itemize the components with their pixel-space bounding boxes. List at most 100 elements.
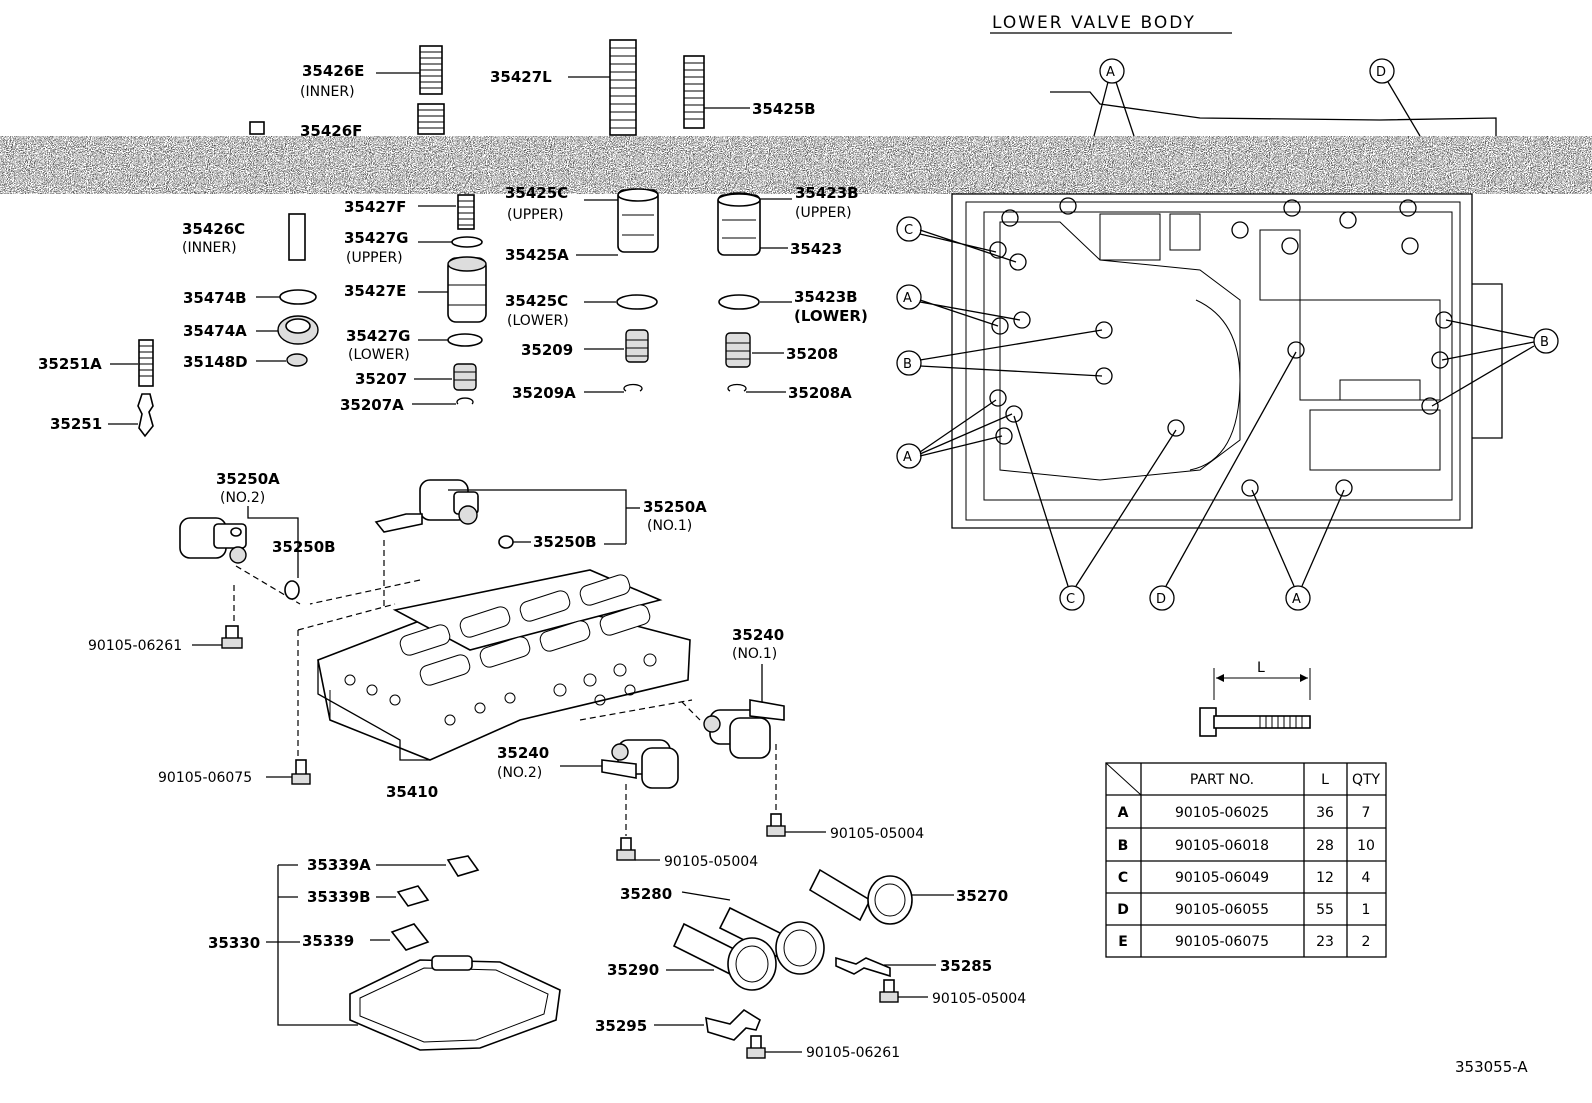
- spring-35426F: [417, 103, 445, 135]
- label-35474A: 35474A: [183, 322, 247, 340]
- label-90105-05004-b: 90105-05004: [664, 854, 758, 870]
- section-title: LOWER VALVE BODY: [992, 13, 1196, 33]
- marker-C-bottom: C: [1013, 415, 1177, 611]
- plug-35207: [453, 363, 477, 391]
- label-35330: 35330: [208, 934, 260, 952]
- label-35426F: 35426F: [300, 122, 362, 140]
- gasket-35339B: [396, 885, 430, 907]
- spring-plate-35285: [835, 956, 891, 978]
- valve-35427E: [447, 256, 487, 323]
- leader-35250A-no2: [247, 506, 299, 578]
- marker-A-top: A: [1093, 58, 1135, 137]
- label-35425A: 35425A: [505, 246, 569, 264]
- table-header-cell: QTY: [1352, 772, 1381, 788]
- bolt-length-diagram: L: [1199, 660, 1311, 737]
- dimension-L-label: L: [1257, 660, 1265, 676]
- table-cell: 90105-06049: [1175, 870, 1269, 886]
- label-35240-no2: 35240: [497, 744, 549, 762]
- label-35427G-upper: 35427G: [344, 229, 409, 247]
- label-35290: 35290: [607, 961, 659, 979]
- label-35250B-b: 35250B: [533, 533, 597, 551]
- label-35209: 35209: [521, 341, 573, 359]
- label-35423B-upper-sub: (UPPER): [795, 205, 852, 221]
- label-35270: 35270: [956, 887, 1008, 905]
- bolt-90105-06261-b: [746, 1035, 766, 1059]
- label-35425C-upper-sub: (UPPER): [507, 207, 564, 223]
- marker-A-left2-text: A: [903, 450, 912, 465]
- marker-A-bottom: A: [1251, 489, 1345, 611]
- table-cell: 36: [1316, 805, 1334, 821]
- lower-valve-body-plan: [951, 91, 1503, 529]
- table-cell: 1: [1362, 902, 1371, 918]
- table-cell: 55: [1316, 902, 1334, 918]
- table-cell: 90105-06075: [1175, 934, 1269, 950]
- marker-D-top-text: D: [1376, 65, 1386, 80]
- label-35427G-lower: 35427G: [346, 327, 411, 345]
- o-ring-35474B: [279, 289, 317, 305]
- solenoid-35250A-no2: [179, 517, 247, 564]
- label-35285: 35285: [940, 957, 992, 975]
- label-90105-06261-a: 90105-06261: [88, 638, 182, 654]
- bolt-90105-06261-a: [221, 625, 243, 649]
- figure-code: 353055-A: [1455, 1058, 1528, 1076]
- marker-C-bottom-text: C: [1066, 592, 1075, 607]
- label-35427G-lower-sub: (LOWER): [348, 347, 410, 363]
- label-35427L: 35427L: [490, 68, 552, 86]
- piston-35280: [718, 906, 825, 975]
- label-35207: 35207: [355, 370, 407, 388]
- table-cell: 90105-06018: [1175, 838, 1269, 854]
- label-35426E-sub: (INNER): [300, 84, 355, 100]
- solenoid-35240-no1: [703, 699, 785, 759]
- guide-35240-no1: [679, 699, 777, 812]
- marker-C-left: C: [896, 216, 1017, 263]
- label-35426C-sub: (INNER): [182, 240, 237, 256]
- spring-35427L: [609, 39, 637, 136]
- small-part-35426F: [249, 121, 265, 135]
- table-cell: 90105-06055: [1175, 902, 1269, 918]
- table-cell: 12: [1316, 870, 1334, 886]
- table-cell: B: [1118, 838, 1129, 854]
- spring-35427F: [457, 194, 475, 230]
- label-35250A-no2-sub: (NO.2): [220, 490, 265, 506]
- marker-B-left: B: [896, 329, 1103, 377]
- plug-35474A: [277, 315, 319, 345]
- label-35207A: 35207A: [340, 396, 404, 414]
- label-35427G-upper-sub: (UPPER): [346, 250, 403, 266]
- label-35425C-upper: 35425C: [505, 184, 568, 202]
- solenoid-35250A-no1: [374, 479, 479, 533]
- washer-35148D: [286, 353, 308, 367]
- label-35209A: 35209A: [512, 384, 576, 402]
- label-90105-05004-c: 90105-05004: [932, 991, 1026, 1007]
- leader-35280: [681, 891, 731, 901]
- label-35339A: 35339A: [307, 856, 371, 874]
- bracket-35330: [266, 864, 358, 1026]
- marker-A-bottom-text: A: [1292, 592, 1301, 607]
- bolt-90105-06075: [291, 759, 311, 785]
- label-35240-no1: 35240: [732, 626, 784, 644]
- o-ring-35423B-lower: [718, 294, 760, 310]
- label-35240-no1-sub: (NO.1): [732, 646, 777, 662]
- clip-35209A: [623, 383, 643, 392]
- piston-35270: [808, 868, 913, 925]
- marker-A-left1: A: [896, 284, 1021, 327]
- label-35240-no2-sub: (NO.2): [497, 765, 542, 781]
- valve-body-35410: [317, 569, 691, 761]
- table-cell: 4: [1362, 870, 1371, 886]
- marker-D-bottom: D: [1149, 351, 1297, 611]
- label-35250A-no1-sub: (NO.1): [647, 518, 692, 534]
- label-35425C-lower: 35425C: [505, 292, 568, 310]
- label-35250A-no2: 35250A: [216, 470, 280, 488]
- table-cell: E: [1118, 934, 1128, 950]
- oil-strainer-35330: [349, 955, 561, 1051]
- table-cell: 7: [1362, 805, 1371, 821]
- o-ring-35250B-b: [498, 535, 514, 549]
- marker-C-left-text: C: [904, 223, 913, 238]
- table-cell: 28: [1316, 838, 1334, 854]
- label-35426C: 35426C: [182, 220, 245, 238]
- scan-noise-band: [0, 136, 1592, 194]
- marker-A-top-text: A: [1106, 65, 1115, 80]
- table-cell: 90105-06025: [1175, 805, 1269, 821]
- label-35208: 35208: [786, 345, 838, 363]
- spring-35251A: [138, 339, 154, 387]
